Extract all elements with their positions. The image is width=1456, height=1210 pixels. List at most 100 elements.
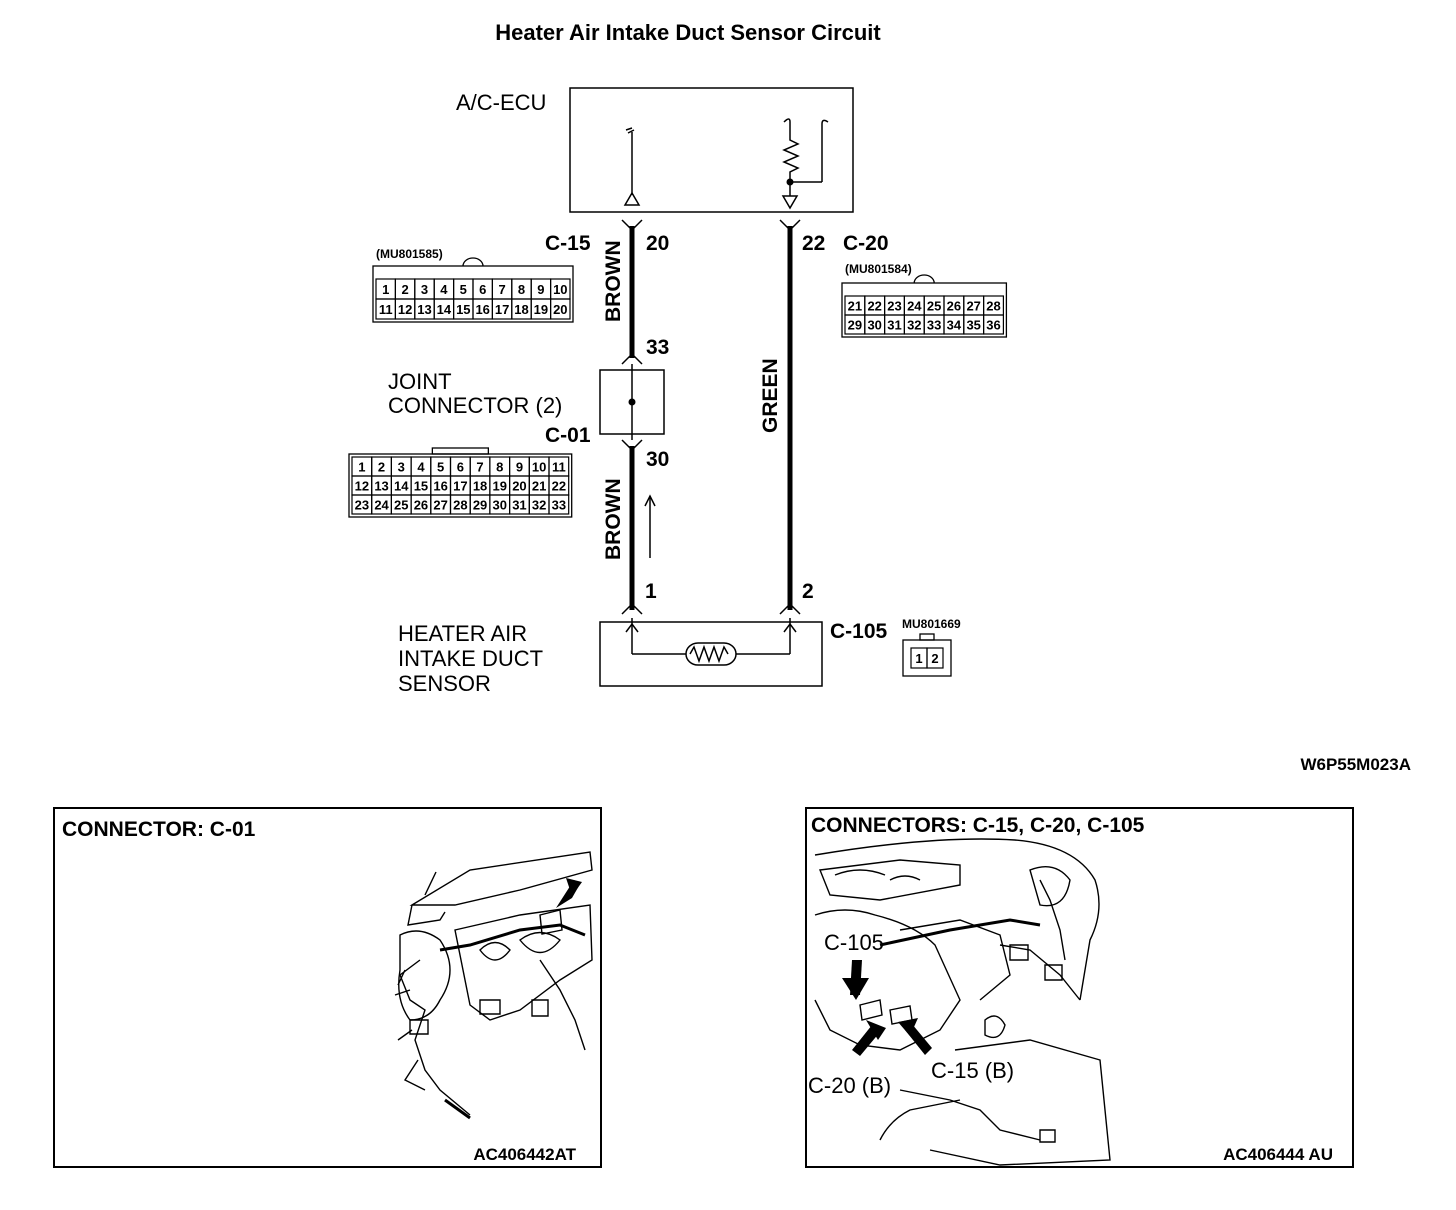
- connector-pin-number: 1: [382, 282, 389, 297]
- connector-pin-number: 9: [516, 460, 523, 475]
- joint-connector-label-2: CONNECTOR (2): [388, 393, 562, 418]
- connector-pin-number: 13: [374, 479, 388, 494]
- connector-housing: [841, 282, 1008, 338]
- dashboard-illustration-c15-c20-c105: [814, 838, 1111, 1166]
- connector-c105-part: MU801669: [902, 617, 961, 631]
- connector-pin-number: 19: [534, 302, 548, 317]
- connector-pin-number: 11: [552, 460, 566, 475]
- connector-pin-number: 17: [495, 302, 509, 317]
- sensor-label-2: INTAKE DUCT: [398, 646, 543, 671]
- connector-pin-number: 12: [398, 302, 412, 317]
- connector-latch: [913, 274, 935, 284]
- connector-pin-number: 24: [907, 299, 922, 314]
- connector-tab: [431, 447, 490, 455]
- connector-pin-number: 7: [498, 282, 505, 297]
- sensor-label-3: SENSOR: [398, 671, 491, 696]
- diagram-title: Heater Air Intake Duct Sensor Circuit: [495, 20, 881, 45]
- connector-cell: [548, 494, 570, 515]
- connector-c01-name: C-01: [545, 424, 591, 447]
- pin-joint-top: 33: [646, 336, 669, 359]
- connector-pin-number: 22: [867, 299, 881, 314]
- sensor-label-1: HEATER AIR: [398, 621, 527, 646]
- connector-pin-number: 3: [398, 460, 405, 475]
- pin-sensor-right: 2: [802, 580, 814, 603]
- connector-pin-number: 32: [907, 318, 921, 333]
- heater-air-intake-duct-sensor: [599, 618, 823, 687]
- connector-pin-number: 16: [433, 479, 447, 494]
- connector-pin-number: 12: [355, 479, 369, 494]
- connector-pin-number: 4: [417, 460, 425, 475]
- connector-pin-number: 2: [401, 282, 408, 297]
- connector-pin-number: 23: [355, 498, 369, 513]
- connector-pin-number: 31: [887, 318, 901, 333]
- connector-pin-number: 7: [476, 460, 483, 475]
- connector-pin-number: 17: [453, 479, 467, 494]
- panel-connector-c01: CONNECTOR: C-01 AC406442AT: [53, 807, 602, 1168]
- wire-color-brown-lower: BROWN: [602, 478, 625, 560]
- connector-pin-number: 27: [966, 299, 980, 314]
- wire-left-upper: [621, 219, 643, 365]
- connector-pin-number: 14: [437, 302, 452, 317]
- connector-pin-number: 11: [379, 302, 393, 317]
- connector-pin-number: 20: [512, 479, 526, 494]
- connector-pin-number: 4: [440, 282, 448, 297]
- panel-1-title: CONNECTOR: C-01: [62, 818, 256, 841]
- callout-c15b: C-15 (B): [931, 1058, 1014, 1083]
- connector-pin-number: 22: [552, 479, 566, 494]
- connector-pin-number: 2: [931, 651, 938, 666]
- connector-tab: [919, 633, 935, 641]
- connector-pin-number: 8: [496, 460, 503, 475]
- connector-pin-number: 33: [927, 318, 941, 333]
- pin-sensor-left: 1: [645, 580, 657, 603]
- panel-2-code: AC406444 AU: [1223, 1145, 1333, 1164]
- panel-1-code: AC406442AT: [473, 1145, 576, 1164]
- ac-ecu: A/C-ECU: [456, 87, 854, 213]
- joint-connector: [599, 364, 665, 440]
- panel-2-title: CONNECTORS: C-15, C-20, C-105: [811, 814, 1145, 837]
- connector-pin-number: 30: [493, 498, 507, 513]
- connector-pin-number: 10: [532, 460, 546, 475]
- connector-pin-number: 3: [421, 282, 428, 297]
- connector-pin-number: 27: [433, 498, 447, 513]
- connector-pin-number: 2: [378, 460, 385, 475]
- connector-pin-number: 5: [437, 460, 444, 475]
- connector-pin-number: 36: [986, 318, 1000, 333]
- wire-right: [779, 219, 801, 615]
- connector-latch: [462, 257, 484, 267]
- connector-pin-number: 32: [532, 498, 546, 513]
- connector-c20-part: (MU801584): [845, 262, 912, 276]
- connector-housing: [372, 265, 574, 323]
- connector-pin-number: 8: [518, 282, 525, 297]
- wire-color-brown-upper: BROWN: [602, 240, 625, 322]
- connector-c15-name: C-15: [545, 232, 591, 255]
- connector-pin-number: 28: [986, 299, 1000, 314]
- dashboard-illustration-c01: [394, 851, 593, 1120]
- connector-cell: [926, 647, 944, 669]
- connector-pin-number: 33: [552, 498, 566, 513]
- connector-pin-number: 23: [887, 299, 901, 314]
- connector-pin-number: 6: [457, 460, 464, 475]
- pin-ecu-right: 22: [802, 232, 825, 255]
- connector-pin-number: 15: [414, 479, 428, 494]
- connector-pin-number: 1: [915, 651, 922, 666]
- connector-pin-number: 26: [947, 299, 961, 314]
- pin-ecu-left: 20: [646, 232, 669, 255]
- ac-ecu-label: A/C-ECU: [456, 90, 546, 115]
- connector-pin-number: 20: [553, 302, 567, 317]
- connector-c20-name: C-20: [843, 232, 889, 255]
- wire-color-green: GREEN: [759, 358, 782, 433]
- connector-c105-name: C-105: [830, 620, 888, 643]
- connector-pin-number: 18: [473, 479, 487, 494]
- connector-pin-number: 16: [475, 302, 489, 317]
- connector-pin-number: 6: [479, 282, 486, 297]
- panel-connectors-c15-c20-c105: CONNECTORS: C-15, C-20, C-105 AC406444 A…: [805, 807, 1354, 1168]
- connector-pin-number: 35: [966, 318, 980, 333]
- connector-pin-number: 24: [374, 498, 389, 513]
- connector-pin-number: 13: [417, 302, 431, 317]
- connector-pin-number: 31: [512, 498, 526, 513]
